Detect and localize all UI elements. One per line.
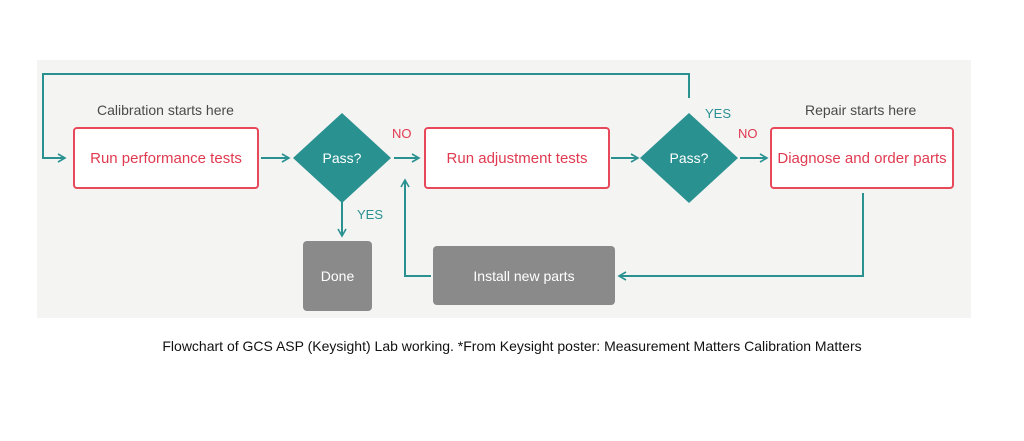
run-adjustment-tests-box: Run adjustment tests: [424, 127, 610, 189]
pass-1-yes-label: YES: [357, 207, 384, 222]
run-performance-tests-box: Run performance tests: [73, 127, 259, 189]
loop-back-connector: [42, 73, 690, 163]
install-new-parts-box: Install new parts: [433, 246, 615, 305]
diagnose-to-install-arrow: [617, 193, 864, 281]
pass-1-label: Pass?: [322, 150, 362, 166]
done-box: Done: [303, 241, 372, 311]
pass-2-no-label: NO: [738, 126, 758, 141]
figure-caption: Flowchart of GCS ASP (Keysight) Lab work…: [162, 338, 862, 354]
pass-2-label: Pass?: [669, 150, 709, 166]
connectors-layer: [42, 73, 864, 281]
diagnose-and-order-parts-box: Diagnose and order parts: [770, 127, 954, 189]
pass-2-yes-label: YES: [705, 106, 732, 121]
calibration-starts-note: Calibration starts here: [97, 102, 234, 118]
install-to-adjust-arrow: [400, 178, 431, 277]
repair-starts-note: Repair starts here: [805, 102, 917, 118]
decision-diamond-pass-1: [293, 113, 391, 203]
flowchart-figure: Calibration starts here Repair starts he…: [37, 60, 971, 318]
pass-1-no-label: NO: [392, 126, 412, 141]
decision-diamond-pass-2: [640, 113, 738, 203]
